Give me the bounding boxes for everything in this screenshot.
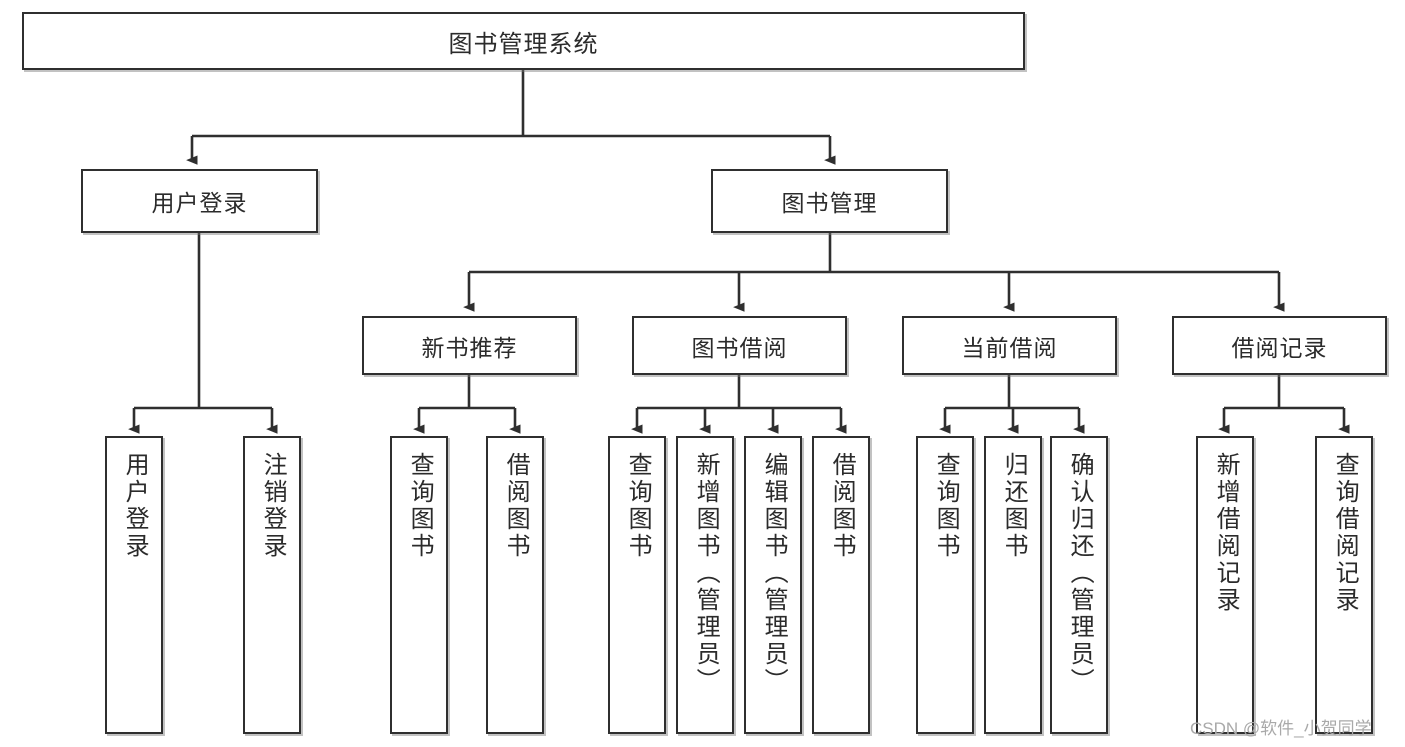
node-label: 查询图书 <box>624 452 652 560</box>
leaf-book-borrow-borrow[interactable]: 借阅图书 <box>812 436 870 734</box>
node-label: 注销登录 <box>259 452 287 560</box>
node-label: 图书管理 <box>781 190 878 216</box>
node-label: 用户登录 <box>151 190 248 216</box>
leaf-user-login-logout[interactable]: 注销登录 <box>243 436 301 734</box>
node-root-book-management-system[interactable]: 图书管理系统 <box>22 12 1025 70</box>
node-label: 查询图书 <box>406 452 434 560</box>
leaf-borrow-record-add[interactable]: 新增借阅记录 <box>1196 436 1254 734</box>
node-label: 确认归还（管理员） <box>1066 452 1094 695</box>
node-label: 归还图书 <box>1000 452 1028 560</box>
node-new-book-recommend[interactable]: 新书推荐 <box>362 316 577 375</box>
node-label: 图书借阅 <box>691 334 788 361</box>
node-label: 查询借阅记录 <box>1331 452 1359 614</box>
watermark-text: CSDN @软件_小贺同学 <box>1190 719 1372 738</box>
leaf-current-borrow-confirm-return[interactable]: 确认归还（管理员） <box>1050 436 1108 734</box>
node-label: 新增图书（管理员） <box>692 452 720 695</box>
leaf-new-book-borrow[interactable]: 借阅图书 <box>486 436 544 734</box>
leaf-book-borrow-edit[interactable]: 编辑图书（管理员） <box>744 436 802 734</box>
leaf-new-book-query[interactable]: 查询图书 <box>390 436 448 734</box>
node-label: 新增借阅记录 <box>1212 452 1240 614</box>
leaf-user-login-login[interactable]: 用户登录 <box>105 436 163 734</box>
node-label: 借阅图书 <box>828 452 856 560</box>
node-label: 新书推荐 <box>421 334 518 361</box>
leaf-book-borrow-query[interactable]: 查询图书 <box>608 436 666 734</box>
node-label: 借阅记录 <box>1231 334 1328 361</box>
node-label: 当前借阅 <box>961 334 1058 361</box>
leaf-current-borrow-return[interactable]: 归还图书 <box>984 436 1042 734</box>
node-borrow-record[interactable]: 借阅记录 <box>1172 316 1387 375</box>
node-user-login[interactable]: 用户登录 <box>81 169 318 233</box>
node-book-management[interactable]: 图书管理 <box>711 169 948 233</box>
node-label: 编辑图书（管理员） <box>760 452 788 695</box>
node-label: 用户登录 <box>121 452 149 560</box>
leaf-current-borrow-query[interactable]: 查询图书 <box>916 436 974 734</box>
node-label: 图书管理系统 <box>448 30 599 58</box>
node-current-borrow[interactable]: 当前借阅 <box>902 316 1117 375</box>
leaf-book-borrow-add[interactable]: 新增图书（管理员） <box>676 436 734 734</box>
node-label: 查询图书 <box>932 452 960 560</box>
node-book-borrow[interactable]: 图书借阅 <box>632 316 847 375</box>
node-label: 借阅图书 <box>502 452 530 560</box>
leaf-borrow-record-query[interactable]: 查询借阅记录 <box>1315 436 1373 734</box>
